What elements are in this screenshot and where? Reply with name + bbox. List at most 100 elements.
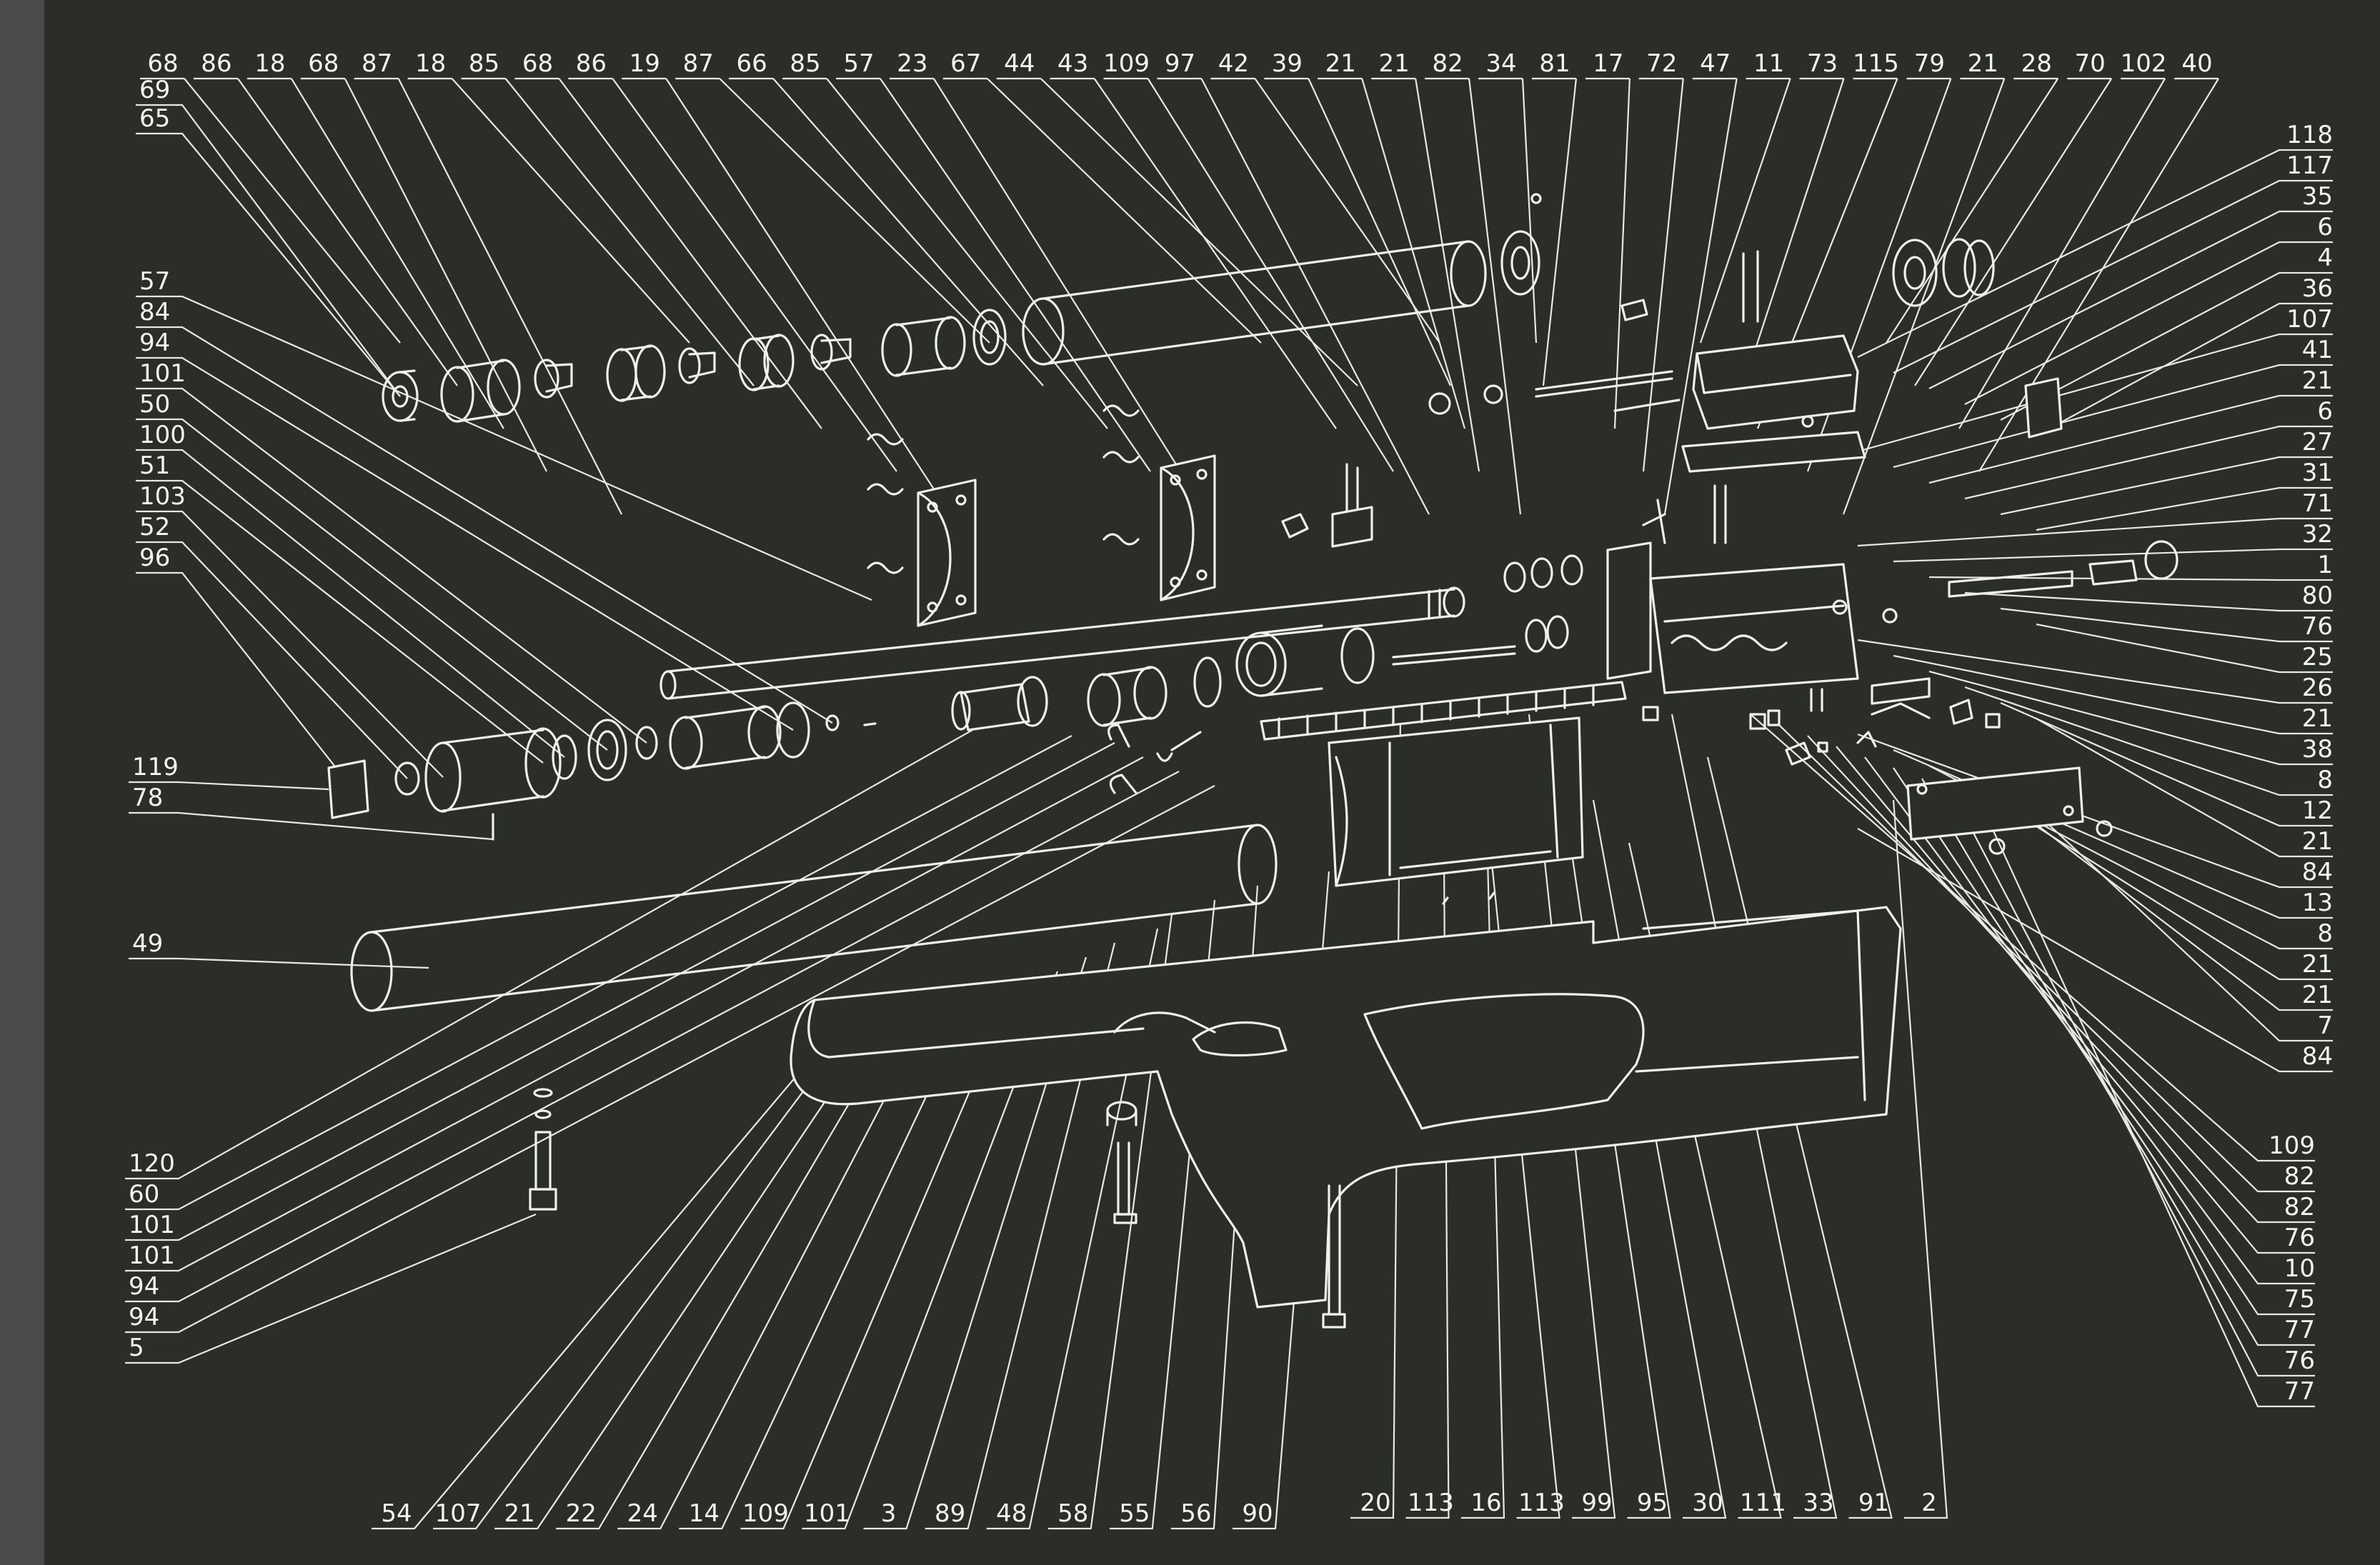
part-number-label: 54 [381, 1499, 412, 1528]
leader-line [237, 78, 458, 386]
part-number-label: 33 [1803, 1489, 1833, 1517]
cocking-pin [1882, 540, 2179, 624]
part-number-label: 70 [2075, 49, 2106, 78]
leader-line [1592, 799, 1727, 1519]
trigger-group [1642, 677, 2113, 855]
part-number-label: 4 [2317, 244, 2333, 272]
part-number-label: 40 [2181, 49, 2212, 78]
leader-line [2036, 812, 2333, 1042]
part-number-label: 82 [1432, 49, 1463, 78]
part-number-label: 30 [1692, 1489, 1723, 1517]
part-number-label: 47 [1700, 49, 1731, 78]
part-number-label: 38 [2302, 735, 2333, 764]
part-number-label: 85 [469, 49, 499, 78]
leader-line [1857, 828, 2333, 1073]
leader-line [802, 971, 1059, 1530]
leader-line [1964, 241, 2333, 405]
leader-line [2000, 271, 2333, 421]
leader-line [125, 714, 1001, 1180]
part-number-label: 87 [683, 49, 714, 78]
part-number-label: 21 [1968, 49, 1998, 78]
leader-line [184, 78, 401, 344]
part-number-label: 16 [1470, 1489, 1501, 1517]
part-number-label: 1 [2317, 551, 2333, 579]
leader-line [1613, 78, 1630, 429]
part-number-label: 35 [2302, 182, 2333, 211]
leader-line [1893, 548, 2333, 563]
leader-line [136, 104, 401, 397]
front-silencer [327, 701, 877, 841]
part-number-label: 6 [2317, 397, 2333, 426]
part-number-label: 90 [1242, 1499, 1273, 1528]
part-number-label: 34 [1485, 49, 1516, 78]
part-number-label: 44 [1004, 49, 1035, 78]
part-number-label: 85 [790, 49, 820, 78]
part-number-label: 120 [129, 1149, 175, 1178]
leader-line [2000, 456, 2333, 516]
part-number-label: 8 [2317, 766, 2333, 794]
part-number-label: 27 [2302, 428, 2333, 456]
leader-line [612, 78, 897, 472]
leader-line [136, 571, 351, 786]
leader-line [451, 78, 690, 344]
breech-block [1535, 250, 2063, 473]
leader-line [2036, 302, 2333, 436]
part-number-label: 86 [576, 49, 607, 78]
leader-line [558, 78, 822, 429]
part-number-label: 3 [881, 1499, 897, 1528]
leader-line [1750, 714, 2315, 1162]
part-number-label: 109 [742, 1499, 789, 1528]
leader-line [1415, 78, 1480, 472]
part-number-label: 49 [132, 929, 163, 958]
leader-line [556, 1028, 894, 1530]
part-number-label: 23 [897, 49, 927, 78]
leader-line [1893, 654, 2333, 735]
accessory-rail [1260, 681, 1627, 741]
part-number-label: 115 [1853, 49, 1899, 78]
part-number-label: 66 [736, 49, 767, 78]
leader-line [1964, 425, 2333, 500]
part-number-label: 94 [129, 1303, 159, 1331]
leader-line [2036, 623, 2333, 674]
part-number-label: 56 [1180, 1499, 1211, 1528]
leader-line [1958, 78, 2166, 429]
leader-line [2000, 701, 2333, 827]
part-number-label: 2 [1921, 1489, 1937, 1517]
part-number-label: 94 [139, 329, 170, 357]
leader-line [932, 78, 1208, 515]
part-number-label: 41 [2302, 336, 2333, 364]
leader-line [1663, 78, 1738, 515]
leader-line [863, 956, 1087, 1530]
leader-line [1468, 78, 1522, 515]
leader-line [1928, 576, 2333, 581]
leader-line [925, 942, 1116, 1530]
part-number-label: 57 [843, 49, 874, 78]
part-number-label: 118 [2286, 121, 2333, 149]
part-number-label: 36 [2302, 274, 2333, 303]
leader-line [1857, 333, 2333, 453]
part-number-label: 117 [2286, 151, 2333, 180]
leader-line [617, 1014, 930, 1530]
part-number-label: 109 [1103, 49, 1150, 78]
leader-line [1542, 78, 1578, 386]
part-number-label: 86 [201, 49, 231, 78]
part-number-label: 99 [1581, 1489, 1612, 1517]
leader-line [136, 541, 408, 779]
leader-line [679, 999, 972, 1530]
part-number-label: 19 [629, 49, 660, 78]
part-number-label: 109 [2269, 1131, 2315, 1160]
part-number-label: 82 [2284, 1193, 2315, 1221]
part-number-label: 68 [308, 49, 339, 78]
part-number-label: 21 [2302, 981, 2333, 1009]
leader-line [880, 78, 1151, 472]
leader-line [125, 756, 1144, 1272]
leader-line [1928, 670, 2333, 766]
part-number-label: 10 [2284, 1254, 2315, 1283]
part-number-label: 32 [2302, 520, 2333, 549]
part-number-label: 42 [1218, 49, 1249, 78]
leader-line [129, 957, 429, 969]
part-number-label: 67 [950, 49, 981, 78]
leader-line [125, 771, 1180, 1303]
